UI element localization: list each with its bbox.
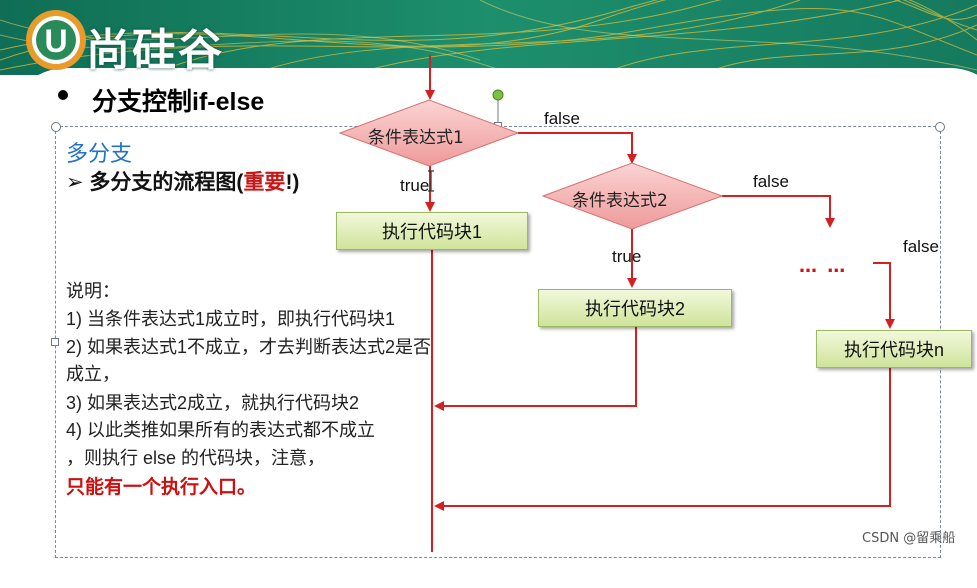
logo-icon: U — [26, 10, 86, 70]
resize-handle-tl[interactable] — [51, 122, 61, 132]
merge-arrow-n — [434, 368, 891, 511]
false-arrow-2 — [722, 195, 835, 228]
slide-body — [8, 68, 977, 588]
merge-arrow-2 — [434, 326, 637, 411]
logo-text: 尚硅谷 — [86, 25, 224, 76]
false-label-2: false — [753, 172, 789, 191]
false-label-3: false — [903, 237, 939, 256]
section-subtitle: 多分支 — [66, 141, 133, 166]
process-block-n: 执行代码块n — [816, 330, 972, 368]
desc-line: 4) 以此类推如果所有的表达式都不成立 — [66, 420, 376, 440]
page-title: 分支控制if-else — [58, 82, 264, 118]
logo-letter: U — [44, 23, 67, 59]
desc-line: 2) 如果表达式1不成立，才去判断表达式2是否 — [66, 337, 432, 357]
flowchart — [338, 55, 895, 552]
resize-handle-tr[interactable] — [935, 122, 945, 132]
desc-emphasis: 只能有一个执行入口。 — [66, 477, 257, 498]
false-arrow-1 — [518, 132, 637, 164]
condition-1-label: 条件表达式1 — [368, 128, 464, 148]
decision-diamond-2 — [541, 162, 724, 230]
false-label-1: false — [544, 109, 580, 128]
ellipsis-label: … … — [799, 256, 848, 277]
section-heading: ➢ 多分支的流程图(重要!) — [66, 171, 300, 194]
true-label-1: true — [400, 176, 430, 195]
condition-2-label: 条件表达式2 — [572, 191, 668, 211]
text-cursor-icon — [428, 170, 434, 192]
resize-handle-left[interactable] — [51, 338, 59, 346]
false-arrow-3 — [873, 262, 895, 329]
desc-line: 成立， — [66, 364, 120, 384]
process-block-2: 执行代码块2 — [538, 289, 732, 327]
desc-line: ，则执行 else 的代码块，注意， — [66, 448, 326, 468]
decision-diamond-1 — [338, 99, 520, 167]
true-label-2: true — [612, 247, 642, 266]
desc-line: 1) 当条件表达式1成立时，即执行代码块1 — [66, 309, 396, 329]
header-banner — [0, 0, 977, 75]
process-block-1: 执行代码块1 — [336, 212, 528, 250]
desc-line: 3) 如果表达式2成立，就执行代码块2 — [66, 393, 360, 413]
desc-line: 说明： — [66, 281, 120, 301]
rotate-handle-icon[interactable] — [490, 88, 506, 124]
watermark: CSDN @留乘船 — [862, 531, 956, 546]
bullet-icon — [58, 90, 68, 100]
